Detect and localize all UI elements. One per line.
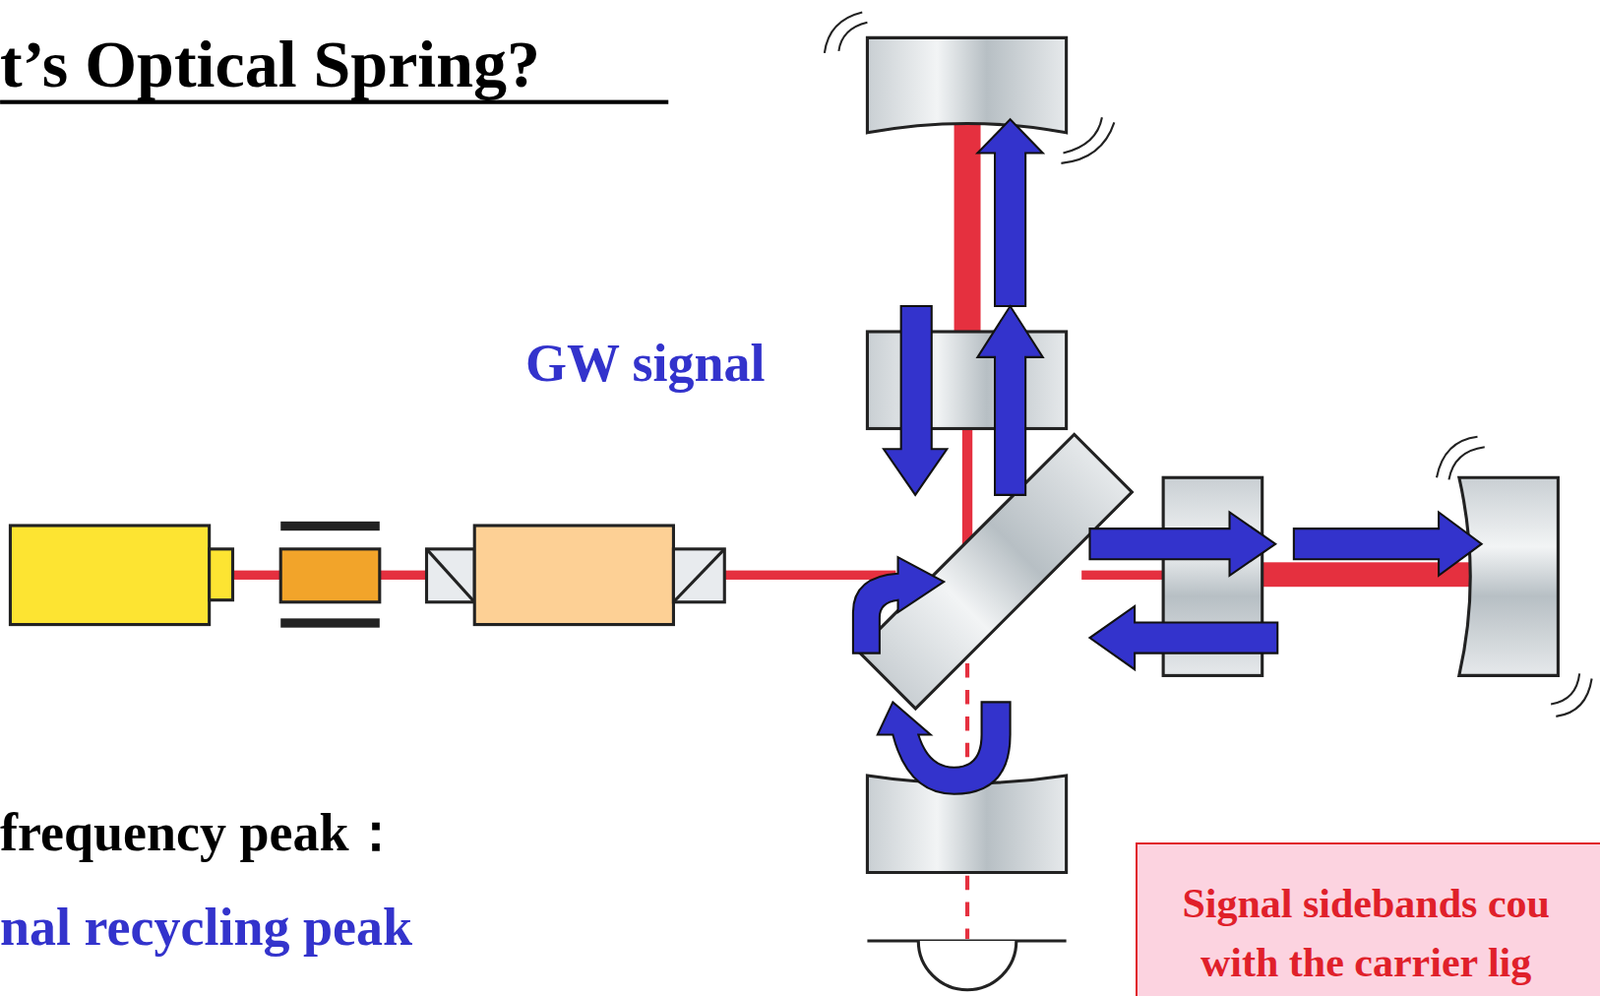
note-text: Signal sidebands cou with the carrier li… — [1149, 873, 1583, 992]
label-text: nal recycling peak — [0, 900, 413, 954]
note-box: Signal sidebands cou with the carrier li… — [1135, 842, 1600, 996]
label-text: GW signal — [525, 336, 766, 390]
title: t’s Optical Spring? — [0, 30, 541, 98]
label-text: frequency peak： — [0, 805, 403, 860]
